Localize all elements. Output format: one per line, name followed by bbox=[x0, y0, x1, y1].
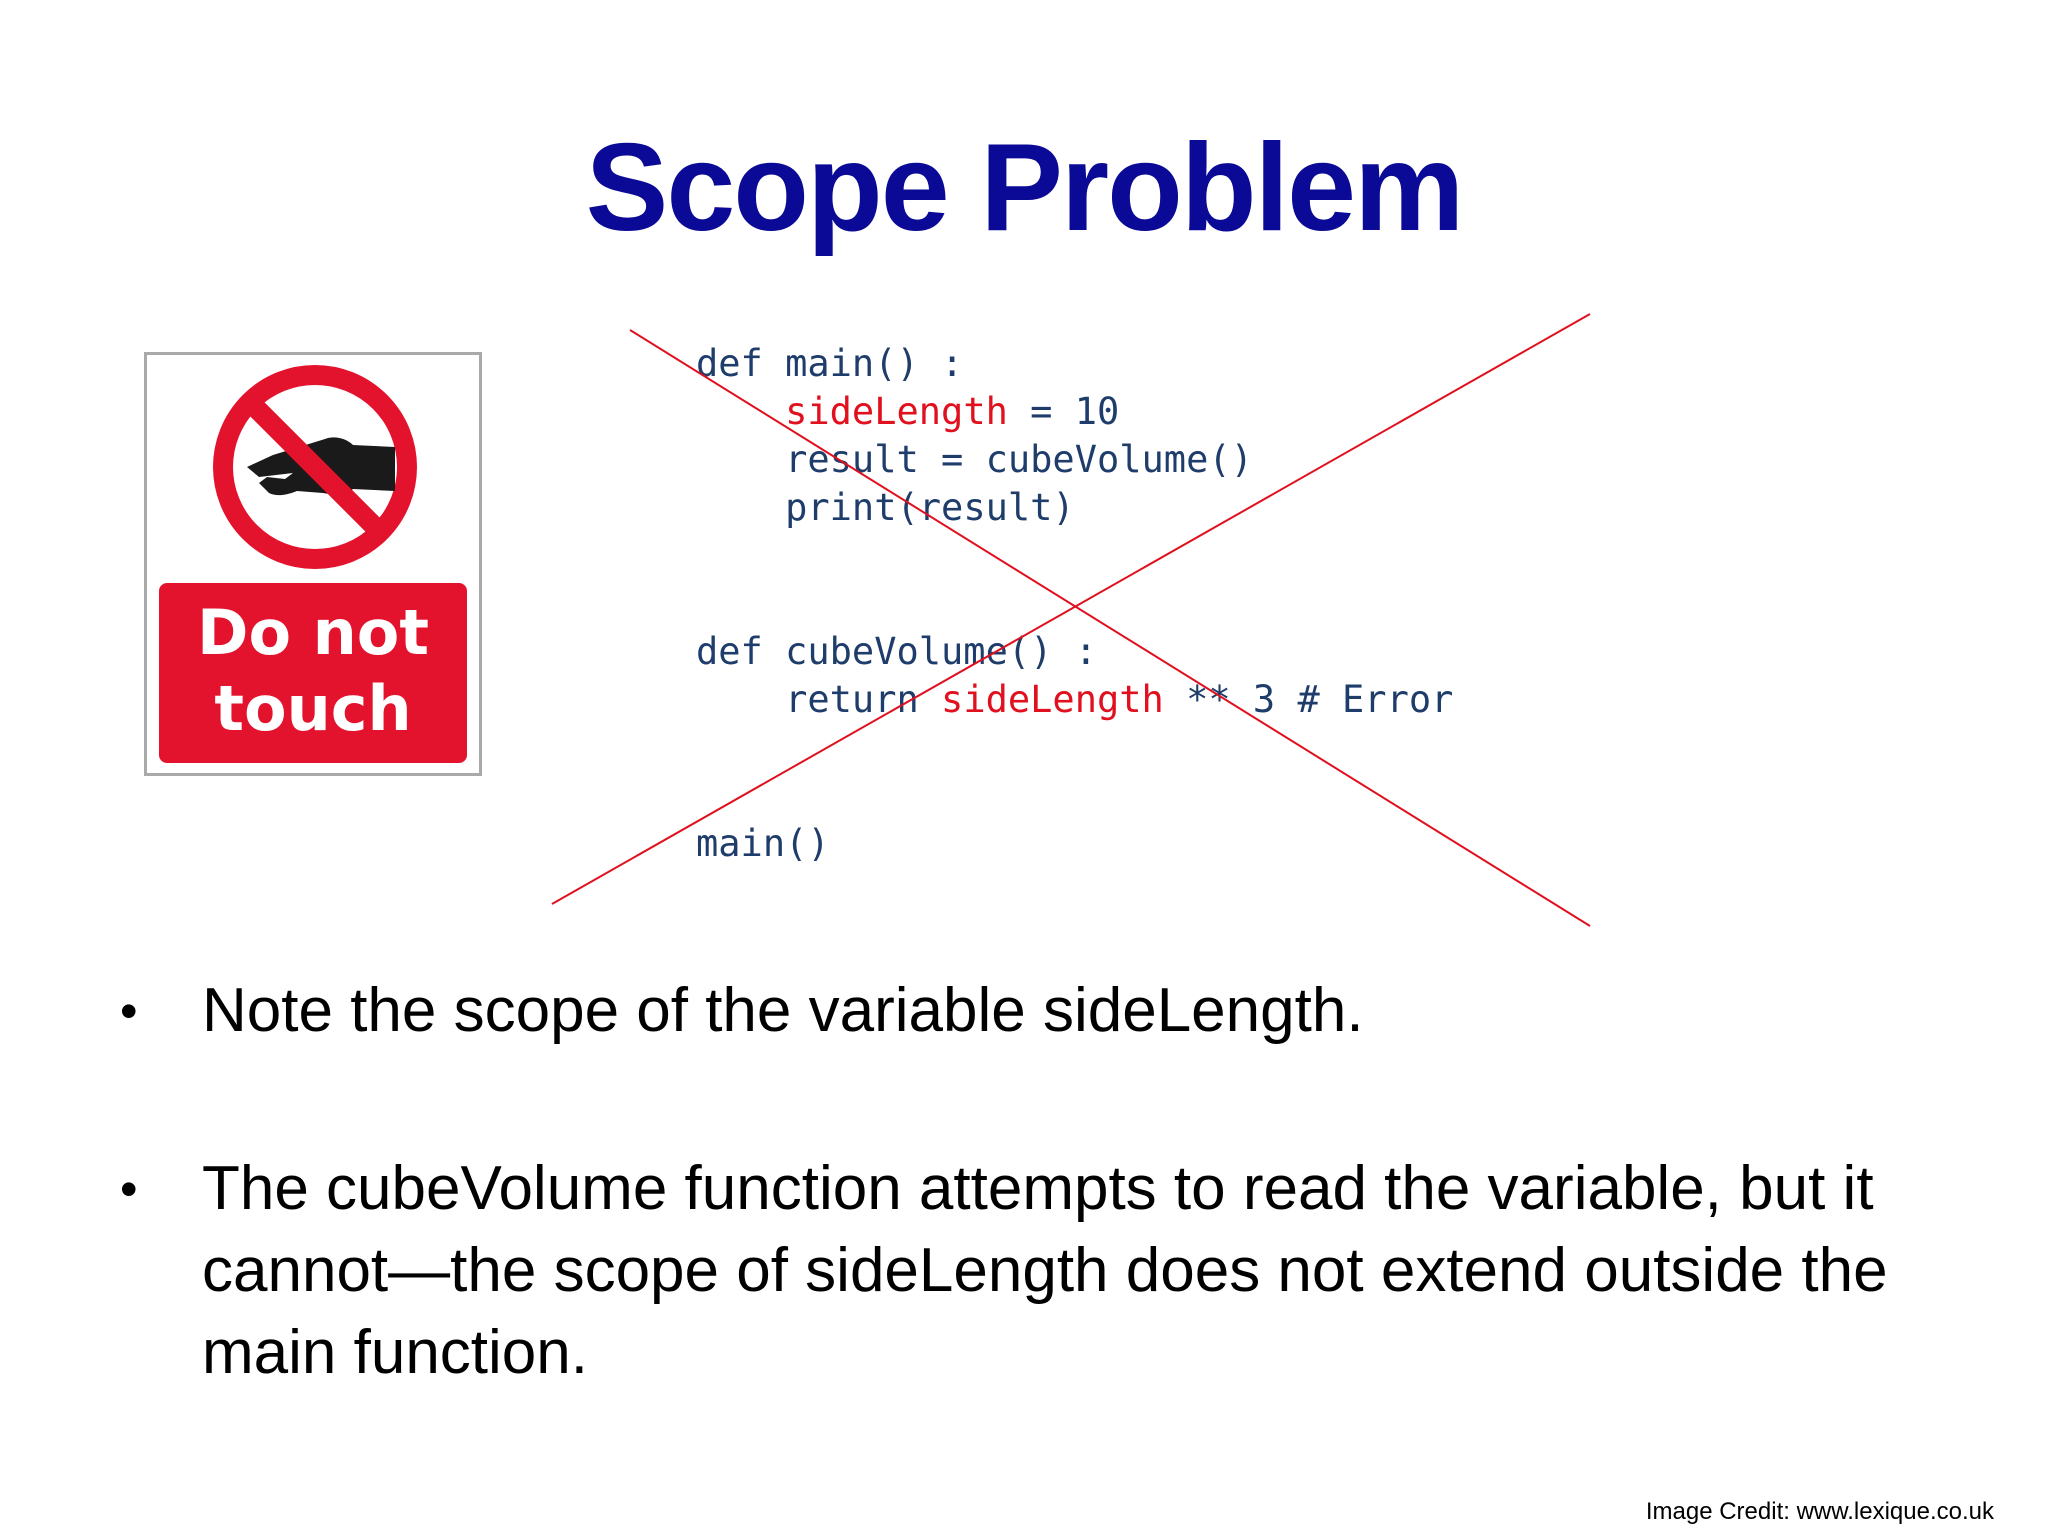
code-line: result = cubeVolume() bbox=[696, 436, 1453, 484]
code-text: print(result) bbox=[785, 486, 1075, 529]
code-text: ** 3 # Error bbox=[1163, 678, 1454, 721]
code-text: result = cubeVolume() bbox=[785, 438, 1253, 481]
image-credit: Image Credit: www.lexique.co.uk bbox=[1645, 1498, 1994, 1525]
code-line: def main() : bbox=[696, 340, 1453, 388]
code-blank-line bbox=[696, 772, 1453, 820]
code-line: main() bbox=[696, 820, 1453, 868]
bullet-symbol: • bbox=[120, 983, 138, 1039]
code-blank-line bbox=[696, 580, 1453, 628]
bullet-list: • Note the scope of the variable sideLen… bbox=[120, 970, 1960, 1394]
sign-label-panel: Do not touch bbox=[159, 583, 467, 763]
sign-text-line-1: Do not bbox=[196, 596, 429, 669]
no-touch-hand-icon bbox=[213, 365, 417, 569]
highlighted-variable: sideLength bbox=[941, 678, 1164, 721]
bullet-text: The cubeVolume function attempts to read… bbox=[202, 1154, 1888, 1387]
code-line: sideLength = 10 bbox=[696, 388, 1453, 436]
code-blank-line bbox=[696, 532, 1453, 580]
code-blank-line bbox=[696, 724, 1453, 772]
code-text: main() bbox=[696, 822, 830, 865]
code-line: def cubeVolume() : bbox=[696, 628, 1453, 676]
code-line: return sideLength ** 3 # Error bbox=[696, 676, 1453, 724]
bullet-symbol: • bbox=[120, 1161, 138, 1217]
do-not-touch-sign: Do not touch bbox=[144, 352, 482, 776]
code-line: print(result) bbox=[696, 484, 1453, 532]
code-text: def main() : bbox=[696, 342, 964, 385]
code-text: = 10 bbox=[1007, 390, 1120, 433]
highlighted-variable: sideLength bbox=[785, 390, 1008, 433]
code-block: def main() : sideLength = 10 result = cu… bbox=[696, 340, 1453, 868]
bullet-item: • Note the scope of the variable sideLen… bbox=[120, 970, 1960, 1052]
bullet-item: • The cubeVolume function attempts to re… bbox=[120, 1148, 1960, 1394]
sign-text-line-2: touch bbox=[214, 672, 412, 745]
code-text: return bbox=[785, 678, 942, 721]
code-text: def cubeVolume() : bbox=[696, 630, 1097, 673]
sign-text: Do not touch bbox=[159, 595, 467, 747]
slide-title: Scope Problem bbox=[585, 119, 1465, 257]
bullet-text: Note the scope of the variable sideLengt… bbox=[202, 976, 1364, 1045]
